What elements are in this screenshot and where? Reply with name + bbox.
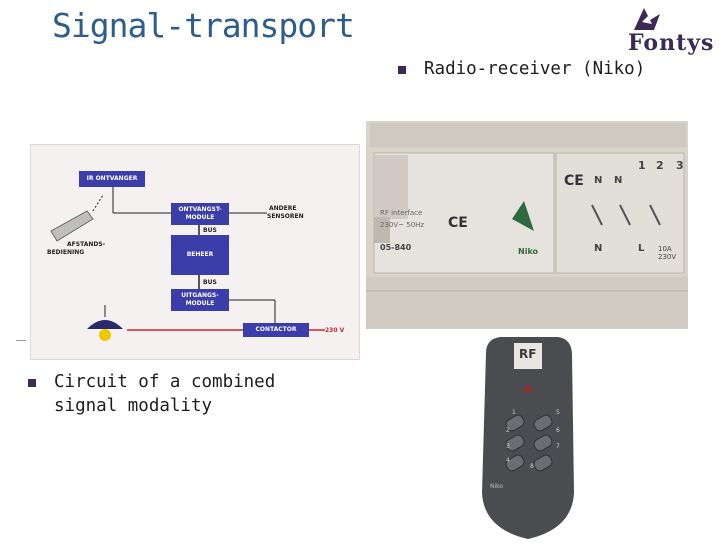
remote-key-6: 6	[556, 427, 560, 434]
bus-label-bottom: BUS	[203, 279, 217, 286]
signal-diagram: IR ONTVANGER ONTVANGST- MODULE ANDERE SE…	[30, 144, 360, 360]
n-terminal-1: N	[594, 175, 603, 186]
model-number: 05-840	[380, 243, 412, 252]
output-module-label-2: MODULE	[185, 300, 215, 307]
remote-illustration	[482, 337, 574, 539]
rf-badge: RF	[519, 347, 537, 361]
other-sensors-label-2: SENSOREN	[267, 213, 304, 220]
remote-key-1: 1	[512, 409, 516, 416]
ce-mark-right: CE	[564, 173, 584, 189]
terminal-3: 3	[676, 159, 684, 172]
terminal-2: 2	[656, 159, 664, 172]
voltage-label: 230 V	[325, 327, 345, 334]
bullet-text-line-1: Circuit of a combined	[54, 372, 276, 392]
brand-label: Niko	[518, 247, 539, 256]
contactor-block: CONTACTOR	[243, 323, 309, 337]
divider-dash	[16, 340, 26, 341]
rf-info-line-2: 230V~ 50Hz	[380, 221, 425, 229]
logo-text: Fontys	[628, 30, 715, 56]
rf-info-line-1: RF interface	[380, 209, 423, 217]
remote-label-1: AFSTANDS-	[67, 241, 106, 248]
rating-label: 10A 230V	[658, 245, 677, 261]
n-terminal-3: N	[594, 243, 603, 254]
remote-key-7: 7	[556, 443, 560, 450]
remote-key-2: 2	[506, 427, 510, 434]
receiver-illustration	[366, 121, 688, 329]
remote-key-3: 3	[506, 443, 510, 450]
bullet-text-line-2: signal modality	[54, 396, 213, 416]
output-module-block: UITGANGS- MODULE	[171, 289, 229, 311]
contactor-label: CONTACTOR	[255, 326, 297, 333]
bullet-marker	[28, 379, 36, 387]
ir-receiver-block: IR ONTVANGER	[79, 171, 145, 187]
terminal-1: 1	[638, 159, 646, 172]
bullet-text-radio-receiver: Radio-receiver (Niko)	[424, 59, 646, 79]
reception-module-label-2: MODULE	[185, 214, 215, 221]
ir-receiver-label: IR ONTVANGER	[86, 175, 138, 182]
management-label: BEHEER	[186, 251, 214, 258]
slide-title: Signal-transport	[52, 6, 355, 45]
other-sensors-label-1: ANDERE	[269, 205, 297, 212]
reception-module-label-1: ONTVANGST-	[178, 206, 222, 213]
niko-receiver-photo: CE CE RF interface 230V~ 50Hz 05-840 Nik…	[366, 121, 688, 329]
remote-control-photo: RF Niko 1 2 3 4 5 6 7 8	[476, 333, 580, 540]
remote-label-2: BEDIENING	[47, 249, 85, 256]
remote-brand: Niko	[490, 483, 504, 490]
fontys-logo-icon	[634, 8, 660, 30]
remote-key-8: 8	[530, 463, 534, 470]
diagram-connectors	[50, 187, 325, 341]
ce-mark-left: CE	[448, 215, 468, 231]
remote-key-5: 5	[556, 409, 560, 416]
l-terminal: L	[638, 243, 645, 254]
n-terminal-2: N	[614, 175, 623, 186]
bus-label-top: BUS	[203, 227, 217, 234]
remote-key-4: 4	[506, 457, 510, 464]
reception-module-block: ONTVANGST- MODULE	[171, 203, 229, 225]
bullet-marker	[398, 66, 406, 74]
output-module-label-1: UITGANGS-	[181, 292, 219, 299]
management-block: BEHEER	[171, 235, 229, 275]
